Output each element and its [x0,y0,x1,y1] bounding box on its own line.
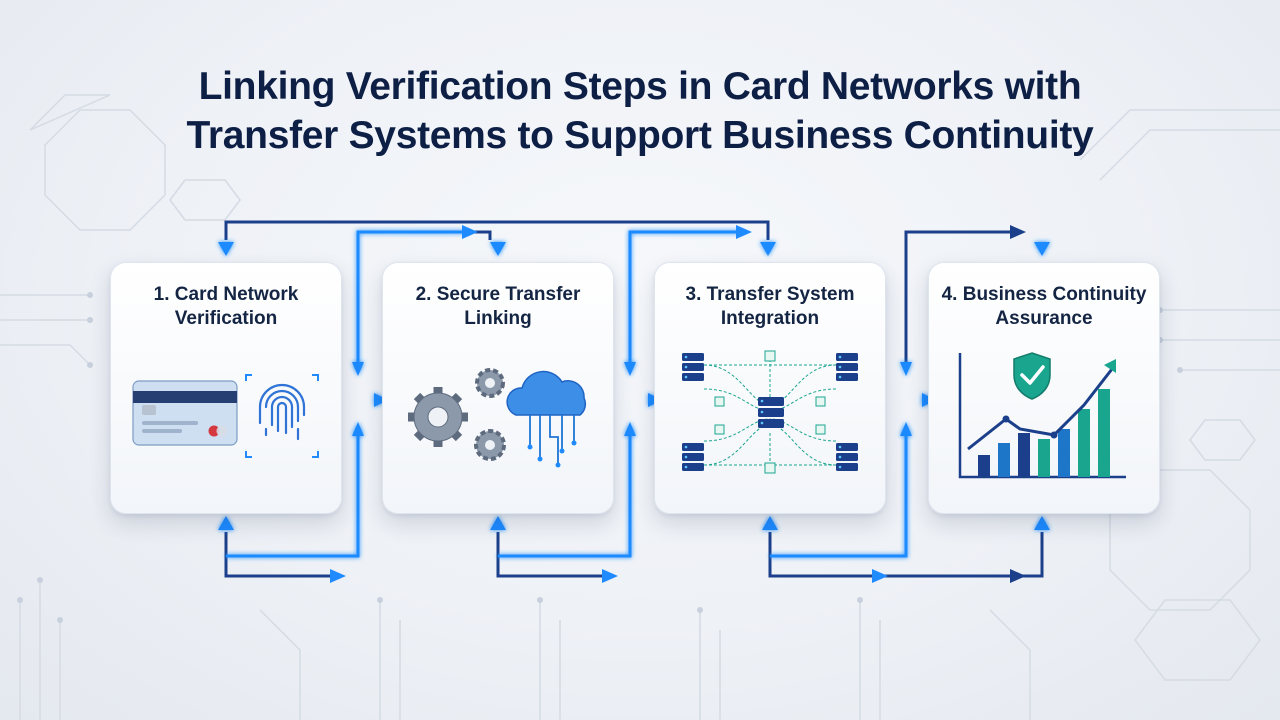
arrowhead [624,362,636,376]
arrowhead [330,569,346,583]
bottom-connector-3 [768,532,1016,578]
step-card-3-title: 3. Transfer System Integration [685,284,855,329]
arrowhead [1034,242,1050,256]
bottom-connector-1b [226,430,360,558]
arrowhead [900,422,912,436]
bottom-connector-2b [498,430,632,558]
arrowhead [900,362,912,376]
credit-card-fingerprint-icon [132,374,319,458]
bottom-connector-4 [1016,532,1044,578]
arrowhead [1010,569,1026,583]
arrowhead [1034,516,1050,530]
arrowhead [872,569,888,583]
step-card-2-title: 2. Secure Transfer Linking [415,284,581,329]
arrowhead [218,516,234,530]
top-connector-1 [356,230,468,368]
gears-cloud-icon [408,368,587,468]
bottom-connector-1 [224,532,336,578]
arrowhead [762,516,778,530]
bottom-connector-2 [496,532,608,578]
arrowhead [1010,225,1026,239]
step-card-1: 1. Card Network Verification [110,262,342,514]
step-card-4: 4. Business Continuity Assurance [928,262,1160,514]
shield-growth-chart-icon [958,352,1126,479]
arrowhead [490,516,506,530]
arrowhead [462,225,478,239]
arrowhead [352,362,364,376]
title-line-1: Linking Verification Steps in Card Netwo… [198,65,1082,108]
page-title: Linking Verification Steps in Card Netwo… [0,62,1280,160]
step-card-4-title: 4. Business Continuity Assurance [941,284,1147,329]
top-loop-connector [224,220,770,240]
top-connector-3 [904,230,1016,368]
step-card-1-title: 1. Card Network Verification [153,284,299,329]
arrowhead [760,242,776,256]
title-line-2: Transfer Systems to Support Business Con… [186,114,1094,157]
arrowhead [490,242,506,256]
top-connector-2 [628,230,742,368]
arrowhead [218,242,234,256]
arrowhead [624,422,636,436]
bottom-connector-3b [770,430,908,558]
server-network-icon [682,350,858,474]
arrowhead [374,393,388,407]
step-card-3: 3. Transfer System Integration [654,262,886,514]
arrowhead [352,422,364,436]
step-card-2: 2. Secure Transfer Linking [382,262,614,514]
arrowhead [736,225,752,239]
arrowhead [602,569,618,583]
